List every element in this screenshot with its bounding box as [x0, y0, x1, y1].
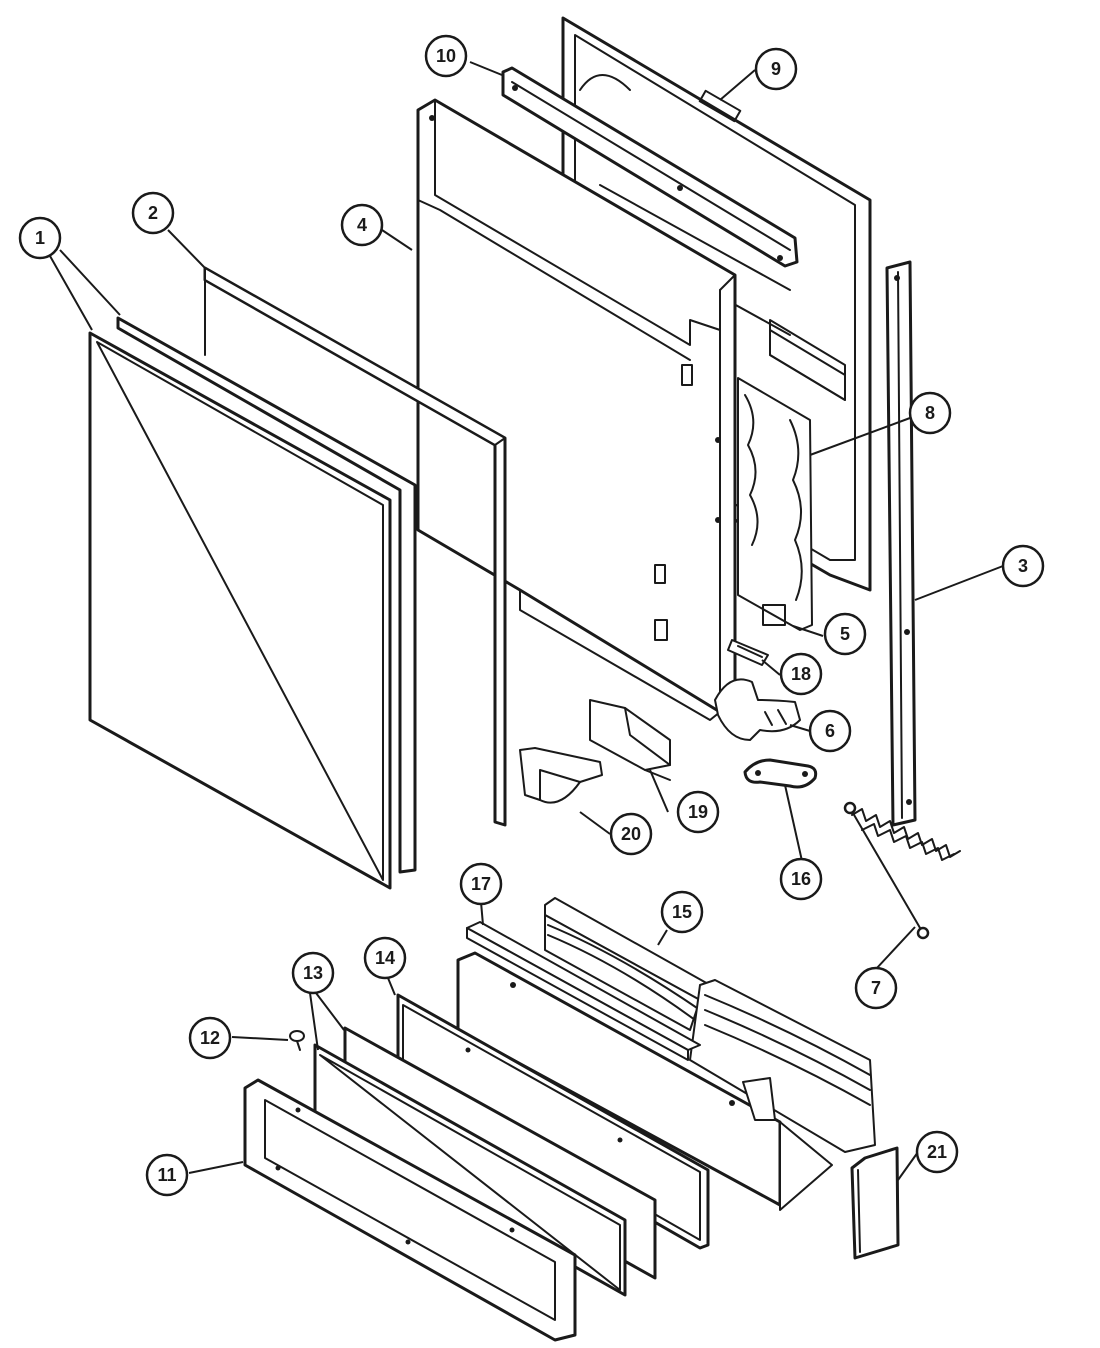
kickplate-housing	[456, 951, 833, 1211]
callout-21: 21	[915, 1130, 959, 1174]
part-17-channel-strip	[466, 921, 701, 1061]
callout-1-label: 1	[35, 228, 45, 248]
part-12-screw	[289, 1030, 305, 1051]
callout-13: 13	[291, 951, 335, 995]
callout-14-label: 14	[375, 948, 395, 968]
leader-lines	[49, 61, 1004, 1181]
part-19-mounting-bracket	[589, 699, 671, 781]
callout-16: 16	[779, 857, 823, 901]
callout-19: 19	[676, 790, 720, 834]
callout-3: 3	[1001, 544, 1045, 588]
callout-8-label: 8	[925, 403, 935, 423]
part-11-kickplate-frame	[243, 1078, 577, 1342]
callout-10: 10	[424, 34, 468, 78]
callout-15: 15	[660, 890, 704, 934]
part-10-top-bracket	[501, 66, 799, 268]
callout-16-label: 16	[791, 869, 811, 889]
callout-3-label: 3	[1018, 556, 1028, 576]
callout-20: 20	[609, 812, 653, 856]
callout-14: 14	[363, 936, 407, 980]
callout-1: 1	[18, 216, 62, 260]
part-13-front-panels	[313, 1026, 657, 1297]
callout-20-label: 20	[621, 824, 641, 844]
part-16-link-arm	[743, 758, 818, 789]
callout-7: 7	[854, 966, 898, 1010]
part-21-end-cap	[850, 1146, 900, 1260]
part-8-door-seal	[737, 377, 813, 631]
callout-4: 4	[340, 203, 384, 247]
callout-12-label: 12	[200, 1028, 220, 1048]
callout-11: 11	[145, 1153, 189, 1197]
callout-8: 8	[908, 391, 952, 435]
part-3-side-trim	[885, 260, 917, 827]
callout-21-label: 21	[927, 1142, 947, 1162]
part-20-hinge-plate	[519, 747, 603, 804]
callout-13-label: 13	[303, 963, 323, 983]
callout-17-label: 17	[471, 874, 491, 894]
callout-18-label: 18	[791, 664, 811, 684]
callout-5-label: 5	[840, 624, 850, 644]
part-5-hinge-latch	[762, 604, 786, 626]
callout-11-label: 11	[157, 1165, 176, 1185]
callout-15-label: 15	[672, 902, 692, 922]
callout-2: 2	[131, 191, 175, 235]
callout-9: 9	[754, 47, 798, 91]
callout-5: 5	[823, 612, 867, 656]
callout-19-label: 19	[688, 802, 708, 822]
callout-4-label: 4	[357, 215, 367, 235]
part-6-hinge-bracket	[714, 678, 801, 741]
part-7-spring	[843, 801, 961, 940]
callout-17: 17	[459, 862, 503, 906]
part-18-spacer	[727, 639, 769, 666]
callout-6: 6	[808, 709, 852, 753]
callout-9-label: 9	[771, 59, 781, 79]
part-1-front-door-panel	[88, 316, 417, 890]
callout-10-label: 10	[436, 46, 456, 66]
callout-2-label: 2	[148, 203, 158, 223]
part-15-insulation-pads	[544, 897, 876, 1153]
callout-7-label: 7	[871, 978, 881, 998]
part-2-insulation-panel	[203, 266, 507, 827]
callout-12: 12	[188, 1016, 232, 1060]
callout-6-label: 6	[825, 721, 835, 741]
callout-18: 18	[779, 652, 823, 696]
